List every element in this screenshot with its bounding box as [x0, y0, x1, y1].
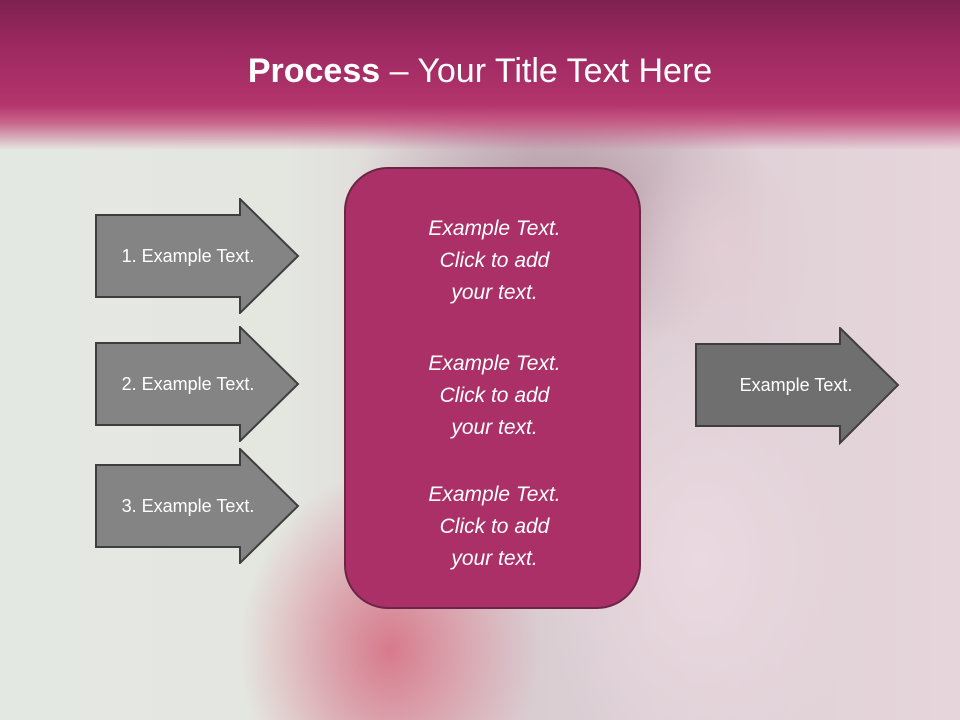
center-block-2: Example Text. Click to add your text. [346, 348, 643, 444]
block-3-line-3: your text. [451, 547, 538, 570]
title-rest: – Your Title Text Here [380, 52, 713, 90]
block-3-line-1: Example Text. [428, 483, 561, 506]
arrow-3[interactable]: 3. Example Text. [95, 448, 300, 564]
center-block-1: Example Text. Click to add your text. [346, 213, 643, 309]
arrow-right-label: Example Text. [739, 374, 853, 395]
block-1-line-3: your text. [451, 281, 538, 304]
slide-title[interactable]: Process – Your Title Text Here [0, 52, 960, 91]
arrow-right[interactable]: Example Text. [695, 327, 900, 445]
block-2-line-2: Click to add [439, 384, 550, 407]
title-bold: Process [247, 52, 381, 90]
block-3-line-2: Click to add [439, 515, 550, 538]
arrow-1[interactable]: 1. Example Text. [95, 198, 300, 314]
title-bar [0, 0, 960, 150]
arrow-3-label: 3. Example Text. [121, 495, 255, 516]
center-block-3: Example Text. Click to add your text. [346, 479, 643, 575]
block-1-line-2: Click to add [439, 249, 550, 272]
block-2-line-1: Example Text. [428, 352, 561, 375]
center-text-box[interactable]: Example Text. Click to add your text. Ex… [344, 167, 641, 609]
arrow-2[interactable]: 2. Example Text. [95, 326, 300, 442]
arrow-2-label: 2. Example Text. [121, 373, 255, 394]
block-2-line-3: your text. [451, 416, 538, 439]
block-1-line-1: Example Text. [428, 217, 561, 240]
arrow-1-label: 1. Example Text. [121, 245, 255, 266]
